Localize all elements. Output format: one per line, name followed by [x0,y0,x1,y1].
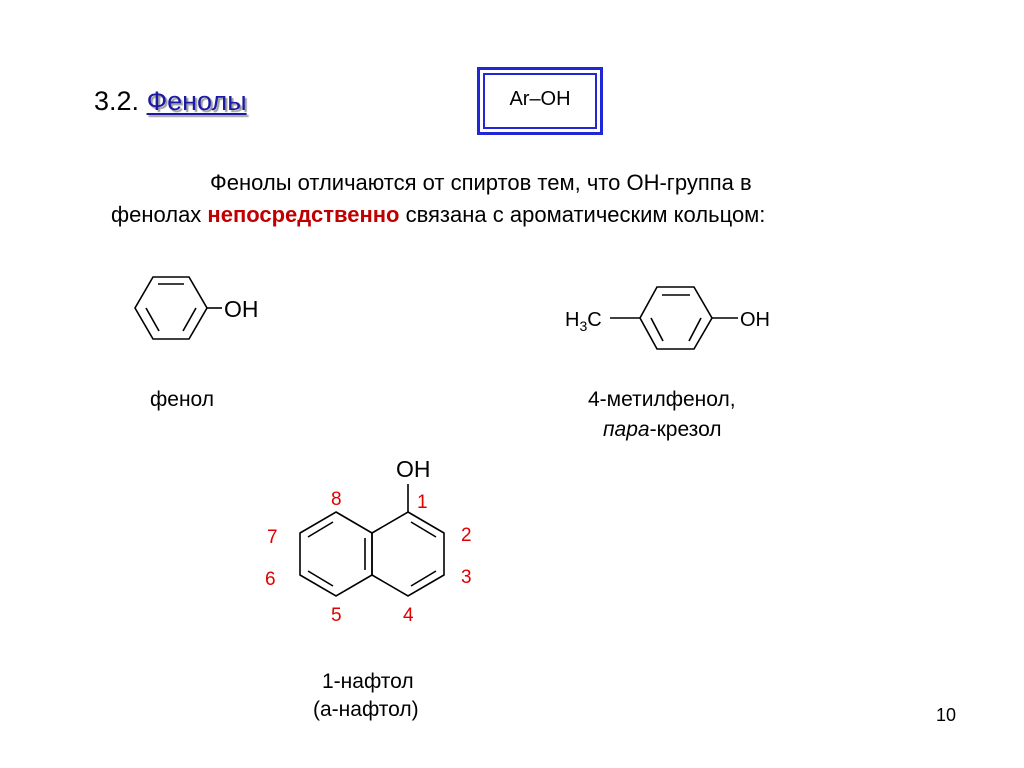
locant-2: 2 [461,525,472,546]
naphthol-structure: OH 1 2 3 4 5 6 7 8 [265,456,472,626]
emphasis-word: непосредственно [207,202,400,227]
hydroxyl-group: OH [396,456,431,482]
page-number: 10 [936,705,957,725]
locant-8: 8 [331,489,342,510]
locant-6: 6 [265,569,276,590]
cresol-structure: H3C OH [565,286,770,350]
benzene-ring [639,286,713,350]
general-formula: Ar–OH [509,88,571,110]
section-title: Фенолы [146,86,247,116]
definition-line-2: фенолах непосредственно связана с аромат… [111,202,766,227]
benzene-ring [134,276,208,340]
phenol-structure: OH [134,276,259,340]
section-number: 3.2. [94,86,140,116]
locant-7: 7 [267,527,278,548]
locant-4: 4 [403,605,414,626]
methyl-group: H3C [565,309,602,334]
cresol-name-line2: пара-крезол [603,418,722,441]
hydroxyl-group: OH [224,296,259,322]
right-ring [371,511,445,597]
left-ring [299,511,373,597]
cresol-name-line1: 4-метилфенол, [588,388,736,411]
hydroxyl-group: OH [740,309,770,331]
naphthol-name-line1: 1-нафтол [322,670,414,693]
definition-line-1: Фенолы отличаются от спиртов тем, что ОН… [210,170,752,195]
slide-title: 3.2. Фенолы [94,86,247,117]
general-formula-box [477,67,603,135]
locant-3: 3 [461,567,472,588]
locant-1: 1 [417,492,428,513]
phenol-name: фенол [150,388,215,411]
naphthol-name-line2: (а-нафтол) [313,698,419,721]
locant-5: 5 [331,605,342,626]
